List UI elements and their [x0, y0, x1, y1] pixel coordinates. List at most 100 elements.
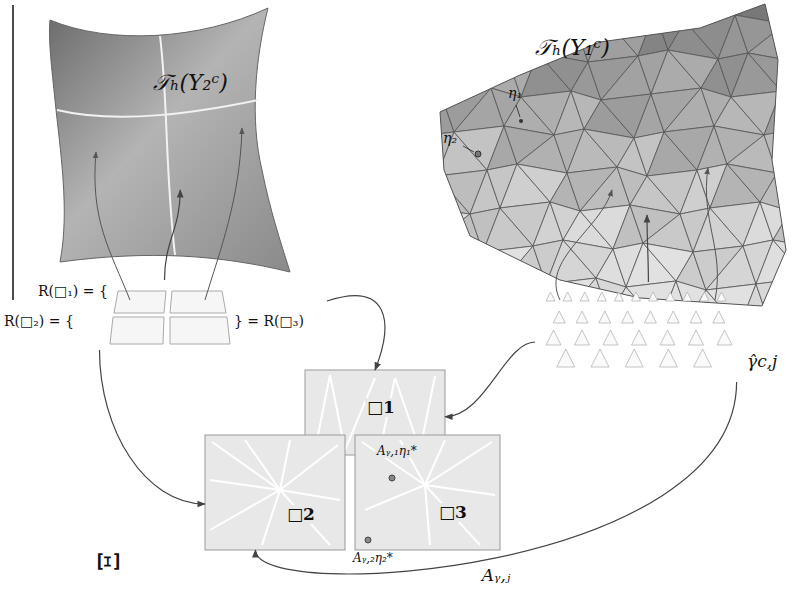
mesh-triangle: [383, 243, 433, 287]
mesh-triangle: [291, 53, 341, 97]
mesh-triangle: [458, 21, 508, 59]
mesh-triangle: [291, 91, 341, 135]
mesh-triangle: [328, 53, 358, 91]
leader-line: [463, 146, 474, 152]
mesh-triangle: [756, 278, 793, 322]
mapping-arrow: [100, 350, 206, 504]
reference-square: [170, 317, 230, 344]
map-label: Aᵧ,₁η₁*: [375, 445, 419, 458]
diagram-node: □1: [305, 370, 445, 455]
mesh-triangle: [362, 0, 412, 18]
mesh-triangle: [525, 0, 575, 24]
surface-outline: [440, 4, 786, 306]
mesh-triangle: [337, 129, 387, 173]
patch-seam: [160, 36, 175, 255]
mesh-triangle: [408, 50, 458, 94]
mesh-triangle: [370, 167, 400, 211]
map-label: Aᵧ,₂η₂*: [351, 552, 395, 565]
mesh-triangle: [387, 167, 437, 205]
panel-cuts: [362, 440, 495, 545]
mesh-triangle: [320, 173, 370, 211]
mesh-triangle: [312, 0, 362, 9]
mapping-arrow: [706, 168, 717, 300]
mesh-triangle: [261, 44, 291, 97]
mesh-triangle: [433, 243, 483, 281]
mesh-triangle: [412, 0, 462, 12]
mesh-triangle: [475, 0, 525, 21]
mesh-triangle: [479, 290, 529, 328]
mesh-triangle: [358, 56, 408, 100]
mesh-triangle: [512, 0, 542, 15]
mesh-triangle: [307, 135, 337, 173]
reference-triangle: [546, 330, 561, 345]
mesh-triangle: [328, 9, 358, 62]
mapping-arrow: [647, 215, 648, 282]
mapping-arrow: [556, 190, 612, 300]
reference-triangle: [563, 292, 572, 301]
mesh-triangle: [575, 0, 605, 24]
mapping-arrow: [255, 382, 736, 574]
surface-label: 𝒯ₕ(Υ₁ᶜ): [535, 36, 610, 60]
mesh-triangle: [785, 18, 793, 62]
mesh-triangle: [354, 100, 404, 138]
mesh-triangle: [383, 205, 433, 249]
mesh-triangle: [391, 94, 441, 138]
reference-triangle: [683, 292, 692, 301]
mesh-triangle: [542, 0, 592, 24]
mapping-arrow: [95, 152, 130, 300]
mesh-triangle: [379, 287, 429, 325]
mesh-triangle: [307, 164, 337, 202]
set-label: } = R(□₃): [234, 314, 304, 329]
mesh-triangle: [777, 129, 793, 173]
mesh-triangle: [441, 50, 491, 94]
mesh-triangle: [622, 0, 672, 12]
triangulated-surface: [440, 4, 786, 306]
reference-triangle: [575, 330, 590, 345]
reference-triangle: [660, 330, 675, 345]
reference-triangle: [632, 330, 647, 345]
mesh-triangle: [358, 18, 408, 62]
mesh-triangle: [396, 243, 466, 287]
mesh-triangle: [295, 0, 345, 53]
mesh-triangle: [274, 97, 324, 135]
diagram-node: γ̂c,j: [535, 282, 787, 382]
cell-label: □2: [285, 505, 317, 524]
mesh-triangle: [278, 44, 328, 97]
mesh-triangle: [324, 129, 354, 173]
mesh-triangle: [764, 129, 793, 173]
mesh-triangle: [790, 205, 793, 249]
set-label: R(□₂) = {: [4, 314, 74, 329]
patch-seam: [57, 100, 258, 117]
mesh-triangle: [396, 281, 466, 325]
reference-triangle: [694, 349, 712, 367]
reference-triangle: [644, 311, 656, 323]
reference-triangle: [599, 311, 611, 323]
mesh-triangle: [769, 278, 793, 322]
mesh-triangle: [354, 129, 404, 167]
reference-triangle: [546, 292, 555, 301]
margin-rule: [12, 5, 14, 300]
reference-triangle: [553, 311, 565, 323]
reference-triangle: [576, 311, 588, 323]
mesh-triangle: [333, 240, 383, 278]
mesh-triangle: [337, 167, 387, 211]
mesh-triangle: [278, 0, 328, 53]
panel-cuts: [210, 440, 340, 545]
mesh-triangle: [387, 138, 437, 176]
cell-label: □1: [365, 398, 397, 417]
mesh-triangle: [333, 211, 383, 249]
mesh-triangle: [781, 62, 793, 100]
mesh-triangle: [261, 88, 291, 126]
mapping-arrow: [205, 128, 242, 300]
mesh-triangle: [429, 281, 479, 325]
mesh-triangle: [370, 205, 400, 249]
cell-label: □3: [437, 503, 469, 522]
mesh-triangle: [785, 0, 793, 24]
mapping-arrow: [165, 190, 181, 280]
surface-label: 𝒯ₕ(Υ₂ᶜ): [153, 71, 228, 95]
mapping-arrow: [327, 296, 385, 370]
mesh-triangle: [605, 0, 655, 18]
mesh-triangle: [232, 0, 282, 6]
